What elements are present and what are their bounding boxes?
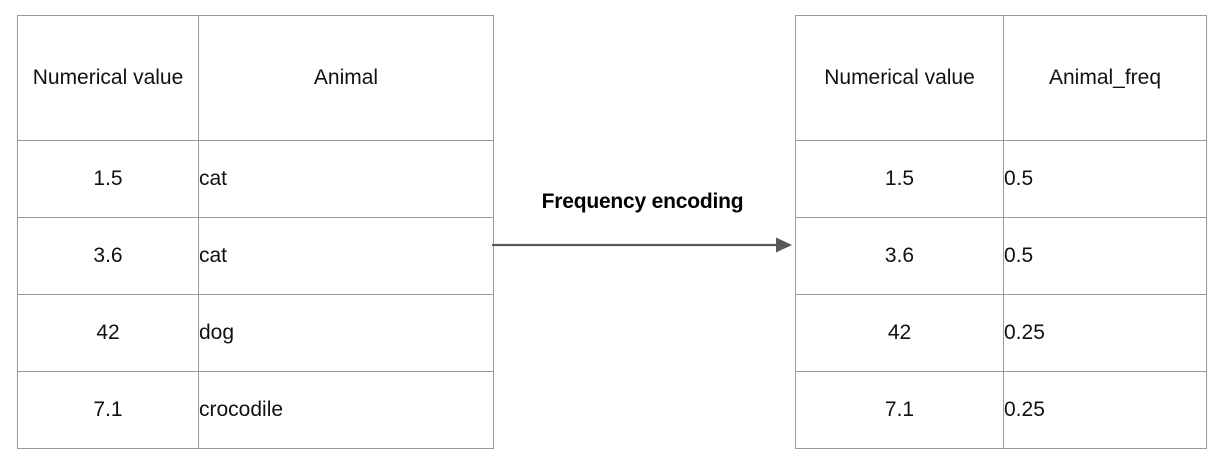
source-cell-value: 7.1 (17, 371, 199, 449)
encoded-cell-freq: 0.5 (1003, 217, 1207, 295)
table-row: 42 dog (17, 294, 494, 372)
table-header-row: Numerical value Animal_freq (795, 15, 1207, 141)
table-row: 7.1 crocodile (17, 371, 494, 449)
source-cell-animal: crocodile (198, 371, 494, 449)
source-table: Numerical value Animal 1.5 cat 3.6 cat 4… (17, 15, 494, 449)
encoded-header-numerical-value: Numerical value (795, 15, 1004, 141)
source-header-animal: Animal (198, 15, 494, 141)
table-row: 3.6 cat (17, 217, 494, 295)
right-arrow-icon (492, 237, 792, 253)
table-row: 3.6 0.5 (795, 217, 1207, 295)
transformation-arrow-group: Frequency encoding (492, 190, 793, 260)
source-cell-value: 42 (17, 294, 199, 372)
table-row: 42 0.25 (795, 294, 1207, 372)
table-row: 7.1 0.25 (795, 371, 1207, 449)
encoded-cell-value: 7.1 (795, 371, 1004, 449)
source-cell-value: 1.5 (17, 140, 199, 218)
table-row: 1.5 cat (17, 140, 494, 218)
encoded-cell-value: 1.5 (795, 140, 1004, 218)
table-header-row: Numerical value Animal (17, 15, 494, 141)
source-cell-value: 3.6 (17, 217, 199, 295)
table-row: 1.5 0.5 (795, 140, 1207, 218)
encoded-cell-freq: 0.25 (1003, 371, 1207, 449)
encoded-header-animal-freq: Animal_freq (1003, 15, 1207, 141)
source-header-numerical-value: Numerical value (17, 15, 199, 141)
encoded-cell-value: 3.6 (795, 217, 1004, 295)
source-cell-animal: dog (198, 294, 494, 372)
source-cell-animal: cat (198, 217, 494, 295)
encoded-cell-value: 42 (795, 294, 1004, 372)
encoded-cell-freq: 0.5 (1003, 140, 1207, 218)
transformation-label: Frequency encoding (541, 190, 744, 213)
encoded-table: Numerical value Animal_freq 1.5 0.5 3.6 … (795, 15, 1207, 449)
encoded-cell-freq: 0.25 (1003, 294, 1207, 372)
source-cell-animal: cat (198, 140, 494, 218)
